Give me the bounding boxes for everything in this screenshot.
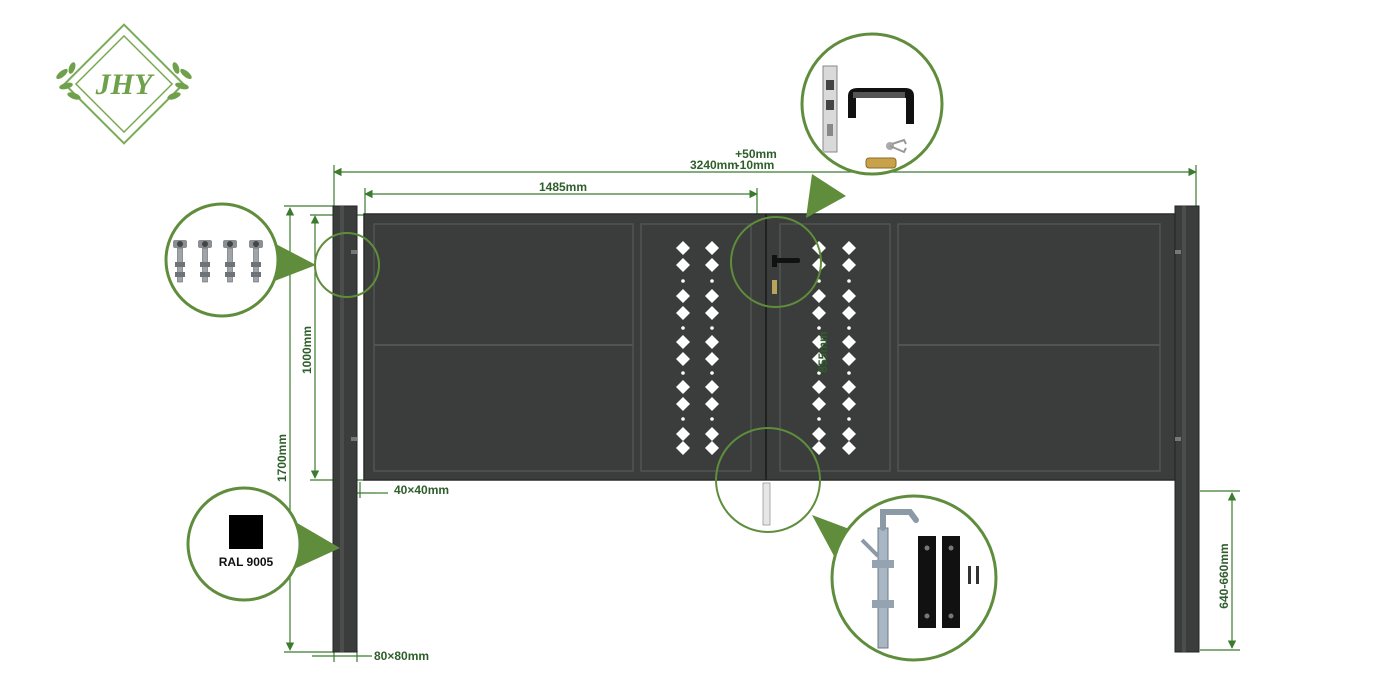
- perforation-diamond: [676, 241, 690, 255]
- perforation-dot: [847, 417, 851, 421]
- perforation-diamond: [705, 380, 719, 394]
- perforation-diamond: [705, 335, 719, 349]
- hinge-bolts-icon: [173, 240, 263, 283]
- perforation-dot: [817, 371, 821, 375]
- perforation-diamond: [812, 258, 826, 272]
- tolerance-plus-label: +50mm: [735, 147, 777, 161]
- ground-bolt-callout: [830, 494, 998, 662]
- bolt-highlight: [715, 427, 821, 533]
- perforation-diamond: [812, 380, 826, 394]
- perforation-dot: [710, 417, 714, 421]
- perforation-diamond: [842, 380, 856, 394]
- right-post: [1174, 205, 1200, 653]
- perforation-diamond: [842, 335, 856, 349]
- perforation-diamond: [842, 352, 856, 366]
- laurel-right-icon: [167, 62, 192, 100]
- drop-bolt-icon: [860, 509, 979, 649]
- perforation-diamond: [842, 427, 856, 441]
- perforation-dot: [847, 326, 851, 330]
- perforation-dot: [681, 417, 685, 421]
- perforation-dot: [817, 326, 821, 330]
- hinge-bolt: [173, 240, 187, 283]
- perforation-diamond: [842, 306, 856, 320]
- perforation-diamond: [705, 258, 719, 272]
- perforation-diamond: [676, 427, 690, 441]
- ground-clearance-label: 640-660mm: [1217, 543, 1231, 608]
- perforation-diamond: [812, 335, 826, 349]
- color-swatch-icon: [229, 515, 263, 549]
- perforation-diamond: [842, 441, 856, 455]
- logo-text: JHY: [95, 68, 155, 101]
- perforation-diamond: [842, 241, 856, 255]
- perforation-diamond: [812, 289, 826, 303]
- perforation-diamond: [676, 441, 690, 455]
- perforation-diamond: [705, 306, 719, 320]
- perforation-diamond: [705, 352, 719, 366]
- lock-pointer: [806, 174, 846, 218]
- perforation-dot: [710, 371, 714, 375]
- perforation-diamond: [705, 441, 719, 455]
- perforation-diamond: [676, 289, 690, 303]
- perforation-diamond: [676, 335, 690, 349]
- lock-handle-callout: [800, 32, 944, 176]
- overall-width-label: 3240mm: [690, 158, 738, 172]
- ral-label: RAL 9005: [219, 555, 274, 569]
- brand-logo: JHY: [56, 23, 192, 145]
- color-pointer: [292, 520, 340, 570]
- frame-profile-label: 40×40mm: [394, 483, 449, 497]
- gate-height-label: 1000mm: [300, 326, 314, 374]
- perforation-diamond: [676, 397, 690, 411]
- diamond-perforations: [676, 241, 856, 455]
- hinge-bolt: [223, 240, 237, 283]
- perforation-diamond: [676, 352, 690, 366]
- perforation-dot: [817, 417, 821, 421]
- handle-highlight: [730, 216, 822, 308]
- bolt-pointer: [812, 515, 852, 556]
- perforation-dot: [681, 371, 685, 375]
- perforation-diamond: [676, 306, 690, 320]
- hinge-callout: [164, 202, 280, 318]
- perforation-diamond: [812, 352, 826, 366]
- perforation-dot: [681, 326, 685, 330]
- perforation-dot: [847, 371, 851, 375]
- perforation-diamond: [705, 289, 719, 303]
- hinge-bolt: [249, 240, 263, 283]
- perforation-dot: [681, 279, 685, 283]
- perforation-diamond: [705, 241, 719, 255]
- left-post: [332, 205, 358, 653]
- laurel-left-icon: [56, 62, 81, 100]
- perforation-diamond: [812, 441, 826, 455]
- leaf-width-label: 1485mm: [539, 180, 587, 194]
- lock-handle-icon: [822, 65, 914, 169]
- perforation-dot: [710, 279, 714, 283]
- hinge-pointer: [272, 242, 316, 282]
- gate-body: [351, 213, 1181, 526]
- perforation-diamond: [705, 427, 719, 441]
- color-callout: RAL 9005: [186, 486, 302, 602]
- perforation-diamond: [812, 397, 826, 411]
- gate-handle-icon: [772, 255, 800, 294]
- perforation-diamond: [842, 397, 856, 411]
- post-height-label: 1700mm: [275, 434, 289, 482]
- perforation-diamond: [676, 380, 690, 394]
- hinge-bolt: [198, 240, 212, 283]
- post-profile-label: 80×80mm: [374, 649, 429, 663]
- perforation-diamond: [705, 397, 719, 411]
- perforation-diamond: [676, 258, 690, 272]
- perforation-diamond: [812, 427, 826, 441]
- perforation-dot: [710, 326, 714, 330]
- perforation-diamond: [812, 306, 826, 320]
- drop-bolt-rod: [762, 482, 771, 526]
- tolerance-minus-label: -10mm: [736, 158, 775, 172]
- perforation-diamond: [842, 289, 856, 303]
- dimension-labels: +50mm 3240mm -10mm 1485mm 1700mm 1000mm …: [275, 147, 1231, 663]
- handle-height-label: 855mm: [816, 331, 830, 372]
- perforation-dot: [847, 279, 851, 283]
- perforation-diamond: [842, 258, 856, 272]
